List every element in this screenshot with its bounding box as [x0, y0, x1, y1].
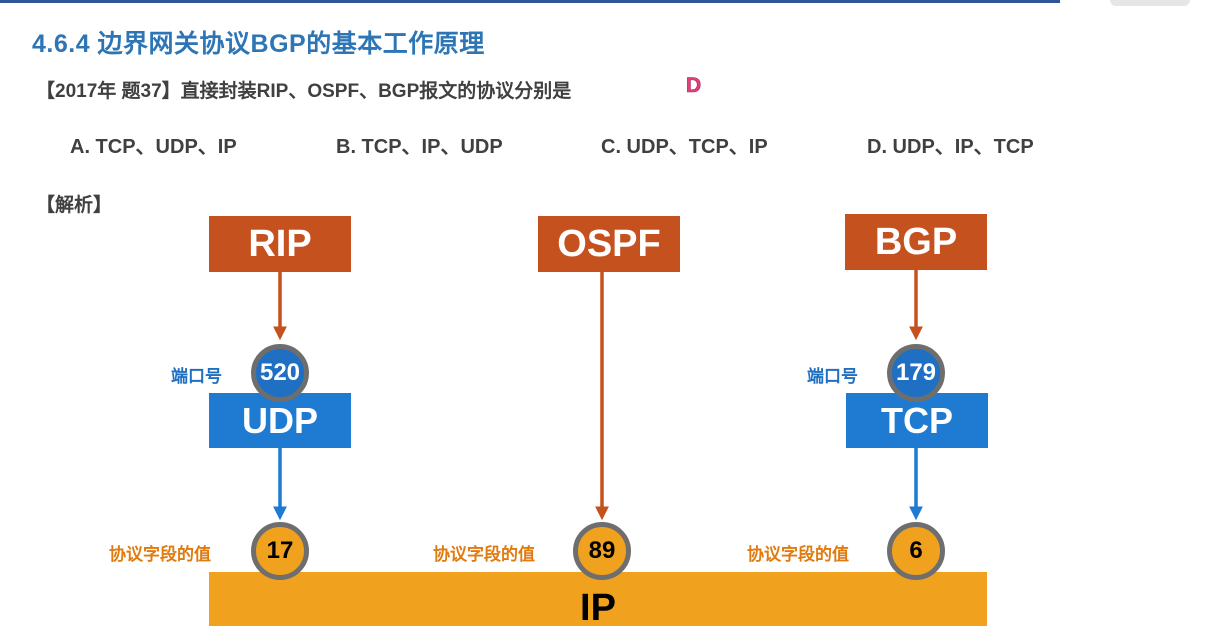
port-label-rip: 端口号: [171, 367, 222, 386]
option-a: A. TCP、UDP、IP: [70, 136, 237, 158]
option-d: D. UDP、IP、TCP: [867, 136, 1034, 158]
analysis-label: 【解析】: [36, 195, 113, 216]
ip-bar: IP: [209, 572, 987, 629]
field-label-tcp: 协议字段的值: [747, 545, 849, 564]
answer-letter: D: [686, 74, 702, 98]
option-c: C. UDP、TCP、IP: [601, 136, 768, 158]
top-rule: [0, 0, 1060, 3]
bgp-box: BGP: [845, 214, 987, 270]
tcp-box: TCP: [846, 393, 988, 448]
rip-box: RIP: [209, 216, 351, 272]
slide-title: 4.6.4 边界网关协议BGP的基本工作原理: [32, 30, 485, 58]
udp-box: UDP: [209, 393, 351, 448]
field-label-udp: 协议字段的值: [109, 545, 211, 564]
window-control-tab: [1110, 0, 1190, 6]
protocol-value-ospf: 89: [573, 522, 631, 580]
question-text: 【2017年 题37】直接封装RIP、OSPF、BGP报文的协议分别是: [36, 81, 572, 102]
port-badge-bgp: 179: [887, 344, 945, 402]
protocol-value-udp: 17: [251, 522, 309, 580]
port-badge-rip: 520: [251, 344, 309, 402]
option-b: B. TCP、IP、UDP: [336, 136, 503, 158]
ospf-box: OSPF: [538, 216, 680, 272]
protocol-value-tcp: 6: [887, 522, 945, 580]
port-label-bgp: 端口号: [807, 367, 858, 386]
field-label-ospf: 协议字段的值: [433, 545, 535, 564]
